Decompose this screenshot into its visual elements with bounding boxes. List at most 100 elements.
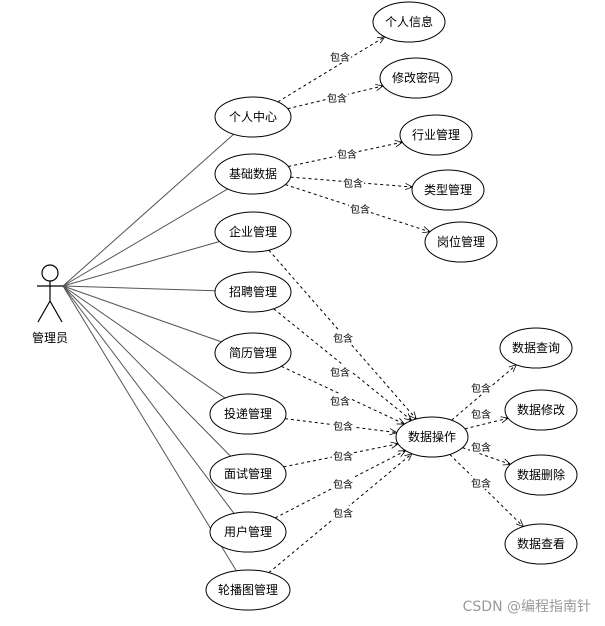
use-case-delivery-mgmt-ellipse <box>209 393 287 435</box>
use-case-resume-mgmt: 简历管理 <box>214 332 292 374</box>
include-delivery-mgmt-to-data-ops-label: 包含 <box>333 420 353 433</box>
include-personal-center-to-personal-info <box>277 37 385 103</box>
include-resume-mgmt-to-data-ops-label-bg <box>329 394 351 407</box>
association-interview-mgmt <box>62 285 231 457</box>
use-case-resume-mgmt-label: 简历管理 <box>229 345 277 360</box>
include-interview-mgmt-to-data-ops <box>283 444 398 468</box>
use-case-company-mgmt-label: 企业管理 <box>229 224 277 239</box>
use-case-position-mgmt-label: 岗位管理 <box>437 234 485 249</box>
include-basic-data-to-industry-mgmt <box>288 142 402 167</box>
use-case-position-mgmt: 岗位管理 <box>424 221 498 263</box>
association-resume-mgmt <box>62 285 222 343</box>
use-case-data-edit: 数据修改 <box>504 389 578 431</box>
include-data-ops-to-data-query-label: 包含 <box>471 382 491 395</box>
use-case-data-delete: 数据删除 <box>504 454 578 496</box>
use-case-company-mgmt: 企业管理 <box>214 211 292 253</box>
use-case-interview-mgmt-ellipse <box>209 453 287 495</box>
use-case-interview-mgmt-label: 面试管理 <box>224 466 272 481</box>
include-company-mgmt-to-data-ops-label-bg <box>332 331 354 344</box>
use-case-data-query-ellipse <box>499 327 573 369</box>
use-case-carousel-mgmt-ellipse <box>205 569 291 611</box>
actor-left-leg <box>37 300 51 323</box>
include-basic-data-to-type-mgmt-label: 包含 <box>343 177 363 190</box>
use-case-industry-mgmt: 行业管理 <box>399 114 473 156</box>
use-case-interview-mgmt: 面试管理 <box>209 453 287 495</box>
use-case-change-password: 修改密码 <box>379 57 453 99</box>
use-case-change-password-label: 修改密码 <box>392 70 440 85</box>
use-case-position-mgmt-ellipse <box>424 221 498 263</box>
association-carousel-mgmt <box>62 285 237 572</box>
use-case-data-delete-label: 数据删除 <box>517 467 565 482</box>
include-basic-data-to-industry-mgmt-label: 包含 <box>337 148 357 161</box>
include-recruit-mgmt-to-data-ops-label-bg <box>329 365 351 378</box>
include-basic-data-to-type-mgmt-label-bg <box>342 176 364 189</box>
use-case-data-query-label: 数据查询 <box>512 340 560 355</box>
include-carousel-mgmt-to-data-ops-label: 包含 <box>333 507 353 520</box>
include-data-ops-to-data-delete-label-bg <box>470 440 492 453</box>
association-personal-center <box>62 133 234 287</box>
use-case-data-edit-label: 数据修改 <box>517 402 565 417</box>
use-case-data-ops: 数据操作 <box>395 416 469 458</box>
include-basic-data-to-position-mgmt-label: 包含 <box>350 203 370 216</box>
include-personal-center-to-personal-info-label: 包含 <box>330 51 350 64</box>
use-case-change-password-ellipse <box>379 57 453 99</box>
include-user-mgmt-to-data-ops-label: 包含 <box>333 478 353 491</box>
use-case-data-ops-ellipse <box>395 416 469 458</box>
use-case-data-delete-ellipse <box>504 454 578 496</box>
use-case-carousel-mgmt-label: 轮播图管理 <box>218 582 278 597</box>
actor-right-leg <box>49 300 63 323</box>
include-basic-data-to-industry-mgmt-label-bg <box>336 147 358 160</box>
association-company-mgmt <box>62 241 220 287</box>
include-data-ops-to-data-edit-label: 包含 <box>471 408 491 421</box>
use-case-basic-data-label: 基础数据 <box>229 166 277 181</box>
use-case-personal-center-label: 个人中心 <box>229 109 277 124</box>
include-data-ops-to-data-edit-label-bg <box>470 407 492 420</box>
include-basic-data-to-position-mgmt <box>285 184 430 232</box>
use-case-recruit-mgmt-label: 招聘管理 <box>229 284 277 299</box>
actor-admin: 管理员 <box>32 264 68 345</box>
use-case-user-mgmt: 用户管理 <box>209 511 287 553</box>
use-case-resume-mgmt-ellipse <box>214 332 292 374</box>
use-case-personal-info: 个人信息 <box>372 1 446 43</box>
association-user-mgmt <box>62 285 235 514</box>
use-case-basic-data-ellipse <box>214 153 292 195</box>
include-user-mgmt-to-data-ops-label-bg <box>332 477 354 490</box>
association-delivery-mgmt <box>62 285 226 399</box>
include-data-ops-to-data-view-label-bg <box>470 476 492 489</box>
use-case-user-mgmt-ellipse <box>209 511 287 553</box>
use-case-industry-mgmt-label: 行业管理 <box>412 127 460 142</box>
include-recruit-mgmt-to-data-ops-label: 包含 <box>330 366 350 379</box>
include-personal-center-to-change-password-label-bg <box>326 91 348 104</box>
actor-label: 管理员 <box>32 330 68 345</box>
include-interview-mgmt-to-data-ops-label: 包含 <box>333 450 353 463</box>
association-basic-data <box>62 188 228 287</box>
use-case-user-mgmt-label: 用户管理 <box>224 524 272 539</box>
include-resume-mgmt-to-data-ops-label: 包含 <box>330 395 350 408</box>
use-case-delivery-mgmt-label: 投递管理 <box>224 406 272 421</box>
use-case-company-mgmt-ellipse <box>214 211 292 253</box>
use-case-recruit-mgmt: 招聘管理 <box>214 271 292 313</box>
use-case-personal-info-ellipse <box>372 1 446 43</box>
use-case-personal-center: 个人中心 <box>214 96 292 138</box>
use-case-personal-info-label: 个人信息 <box>385 14 433 29</box>
include-carousel-mgmt-to-data-ops <box>268 454 412 574</box>
include-basic-data-to-position-mgmt-label-bg <box>349 202 371 215</box>
use-case-data-view: 数据查看 <box>504 523 578 565</box>
include-personal-center-to-personal-info-label-bg <box>329 50 351 63</box>
use-case-industry-mgmt-ellipse <box>399 114 473 156</box>
include-personal-center-to-change-password-label: 包含 <box>327 92 347 105</box>
include-company-mgmt-to-data-ops-label: 包含 <box>333 332 353 345</box>
use-case-data-view-ellipse <box>504 523 578 565</box>
include-data-ops-to-data-edit <box>464 418 508 430</box>
use-case-type-mgmt-label: 类型管理 <box>424 182 472 197</box>
watermark: CSDN @编程指南针 <box>462 599 591 615</box>
include-carousel-mgmt-to-data-ops-label-bg <box>332 506 354 519</box>
include-data-ops-to-data-delete-label: 包含 <box>471 441 491 454</box>
use-case-basic-data: 基础数据 <box>214 153 292 195</box>
include-interview-mgmt-to-data-ops-label-bg <box>332 449 354 462</box>
use-case-data-view-label: 数据查看 <box>517 536 565 551</box>
include-data-ops-to-data-view <box>449 454 524 526</box>
use-case-type-mgmt: 类型管理 <box>411 169 485 211</box>
include-company-mgmt-to-data-ops <box>268 249 416 419</box>
